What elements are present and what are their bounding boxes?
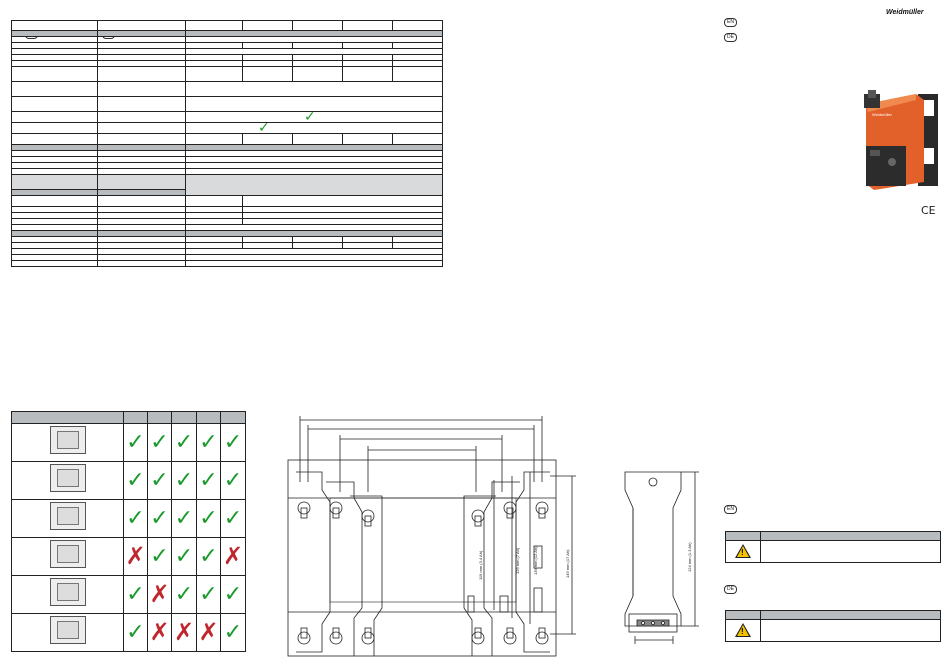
side-height-label: 124 mm (1.3 Ah) xyxy=(687,542,692,572)
specifications-table: ✓ ✓ xyxy=(11,20,443,267)
compat-row: ✓✗✓✓✓ xyxy=(11,575,246,614)
dimension-label-b: 129 mm (7 Ah) xyxy=(515,547,520,574)
device-thumbnail xyxy=(49,502,86,530)
warning-icon: ! xyxy=(735,623,751,637)
compat-row: ✗✓✓✓✗ xyxy=(11,537,246,576)
device-thumbnail xyxy=(49,540,86,568)
device-thumbnail xyxy=(49,578,86,606)
dimension-label-d: 149 mm (17 Ah) xyxy=(565,549,570,578)
compatibility-table: ✓✓✓✓✓ ✓✓✓✓✓ ✓✓✓✓✓ ✗✓✓✓✗ ✓✗✓✓✓ ✓✗✗✗✓ xyxy=(11,411,246,652)
brand-logo: Weidmüller xyxy=(886,9,924,16)
language-badge-de: DE xyxy=(724,577,737,595)
checkmark-icon: ✓ xyxy=(258,120,270,136)
device-thumbnail xyxy=(49,616,86,644)
product-photo: Weidmüller xyxy=(856,86,942,194)
compat-row: ✓✓✓✓✓ xyxy=(11,499,246,538)
front-dimension-drawing: 119 mm (3.4 Ah) 129 mm (7 Ah) 139 mm (12… xyxy=(282,412,582,664)
compat-row: ✓✗✗✗✓ xyxy=(11,613,246,652)
warning-box-de: ! xyxy=(725,610,941,642)
ce-mark: CE xyxy=(921,204,936,217)
language-badge-en: EN xyxy=(724,497,737,515)
device-thumbnail xyxy=(49,464,86,492)
dimension-label-c: 139 mm (12 Ah) xyxy=(533,546,538,575)
dimension-label-a: 119 mm (3.4 Ah) xyxy=(478,550,483,580)
warning-icon: ! xyxy=(735,544,751,558)
compat-row: ✓✓✓✓✓ xyxy=(11,423,246,462)
language-badge-en: EN xyxy=(724,10,737,28)
side-dimension-drawing: 124 mm (1.3 Ah) xyxy=(615,468,705,652)
checkmark-icon: ✓ xyxy=(304,109,316,125)
warning-box-en: ! xyxy=(725,531,941,563)
product-label: Weidmüller xyxy=(872,112,893,117)
language-badge-de: DE xyxy=(724,25,737,43)
compat-row: ✓✓✓✓✓ xyxy=(11,461,246,500)
device-thumbnail xyxy=(49,426,86,454)
